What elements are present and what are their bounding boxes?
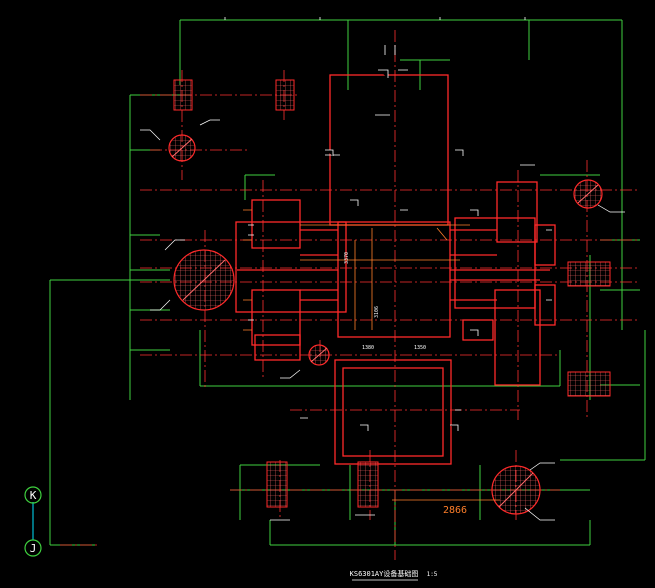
dimension-lines <box>49 19 646 546</box>
circle-diagonals <box>171 138 599 508</box>
dimension-value-1: 1380 <box>362 345 374 351</box>
construction-lines <box>243 209 500 501</box>
dimension-value-2: 3370 <box>344 252 350 264</box>
dimension-tick-marks <box>224 17 552 431</box>
axis-label-j: J <box>30 542 37 555</box>
axis-bubble-k <box>24 486 42 504</box>
drawing-scale: 1:5 <box>427 571 438 578</box>
hatched-piers <box>173 79 611 508</box>
annotation-leaders <box>140 114 625 521</box>
drawing-title-block: KS6301AY设备基础图 1:5 <box>350 569 438 581</box>
dimension-value-3: 3106 <box>374 306 380 318</box>
dimension-value-4: 1350 <box>414 345 426 351</box>
axis-bubble-j <box>24 539 42 557</box>
drawing-title: KS6301AY设备基础图 <box>350 569 419 578</box>
axis-bubbles: K J <box>24 486 42 557</box>
axis-label-k: K <box>30 489 37 502</box>
dimension-value-main: 2866 <box>443 505 467 516</box>
foundation-outlines <box>235 74 556 465</box>
